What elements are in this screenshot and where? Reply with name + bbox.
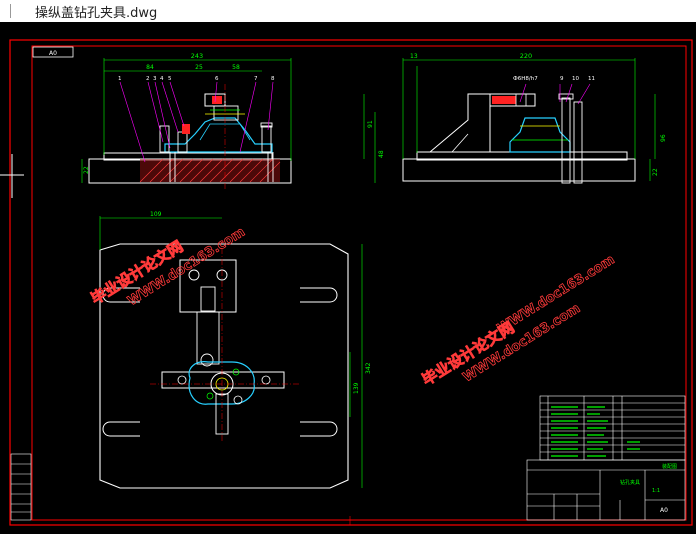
front-leaders: [119, 81, 274, 163]
plan-arm: [196, 311, 220, 365]
plan-outline: [99, 243, 349, 489]
plan-dim-109: 109: [150, 211, 162, 218]
front-hatch-lines: [139, 158, 281, 183]
title-cell-c: 1:1: [652, 488, 660, 494]
front-workpiece: [164, 117, 273, 153]
side-base-plate: [402, 158, 636, 182]
side-leader-11: 11: [588, 76, 595, 82]
side-drill-plate: [489, 93, 536, 107]
front-workpiece-inner: [199, 123, 251, 141]
front-drill-plate: [213, 105, 239, 121]
leader-6: 6: [215, 76, 219, 82]
side-fit-note: Ф6H8/h7: [513, 76, 538, 82]
sheet-tag: A0: [49, 50, 57, 57]
app-icon: [0, 4, 11, 18]
side-dim-96: 96: [660, 134, 667, 142]
front-view: 243 84 25 58 91 48 22 1 2 3 4 5 6 7 8: [81, 52, 385, 190]
dim-48: 48: [378, 150, 385, 158]
title-cell-a: 装配图: [662, 463, 677, 470]
dim-25: 25: [195, 64, 203, 71]
watermark-1: 毕业设计论文网 WWW.doc163.com: [87, 224, 248, 309]
plan-workpiece: [188, 361, 255, 405]
sheet-tag-box: [32, 46, 74, 58]
side-leader-10: 10: [572, 76, 579, 82]
revision-strip: [10, 453, 32, 521]
leader-7: 7: [254, 76, 258, 82]
side-bracket: [429, 93, 491, 153]
title-cell-b: 钻孔夹具: [620, 479, 640, 486]
dim-91: 91: [367, 120, 374, 128]
plan-clamp-bar: [161, 371, 285, 389]
side-studs: [558, 93, 583, 184]
plan-slots: [102, 287, 338, 437]
front-pins: [169, 152, 274, 182]
side-dim-lines: [402, 58, 656, 181]
side-dim-220: 220: [520, 52, 532, 60]
front-bushing-red: [212, 96, 222, 104]
side-leader-9: 9: [560, 76, 564, 82]
dim-58: 58: [232, 64, 240, 71]
side-view: 13 220 96 22 Ф6H8/h7 9 10 11: [402, 52, 667, 184]
plan-dim-lines: [99, 216, 363, 488]
outer-frame: [9, 39, 693, 526]
leader-1: 1: [118, 76, 122, 82]
dim-84: 84: [146, 64, 154, 71]
side-dim-13: 13: [410, 53, 418, 60]
side-bushing-red: [492, 96, 516, 104]
side-workpiece: [509, 117, 571, 153]
leader-5: 5: [168, 76, 172, 82]
side-dim-22: 22: [652, 168, 659, 176]
front-bolts: [159, 122, 273, 153]
drawing-canvas[interactable]: A0: [0, 22, 696, 530]
dim-243: 243: [191, 52, 203, 60]
leader-4: 4: [160, 76, 164, 82]
front-dim-lines: [81, 58, 376, 183]
window-titlebar: 操纵盖钻孔夹具.dwg: [0, 0, 696, 23]
plan-dim-139: 139: [353, 382, 360, 394]
front-hatch-area: [140, 159, 280, 182]
title-sheet: A0: [660, 507, 668, 514]
side-leaders: [519, 83, 591, 105]
cad-drawing: A0: [0, 39, 693, 526]
dim-22: 22: [83, 166, 90, 174]
window-title: 操纵盖钻孔夹具.dwg: [35, 5, 158, 21]
leader-3: 3: [153, 76, 157, 82]
title-block: [526, 395, 686, 521]
plan-view: 109 139 342: [99, 211, 372, 489]
leader-2: 2: [146, 76, 150, 82]
leader-8: 8: [271, 76, 275, 82]
plan-dim-342: 342: [365, 362, 372, 374]
parts-list-text: [551, 406, 640, 457]
